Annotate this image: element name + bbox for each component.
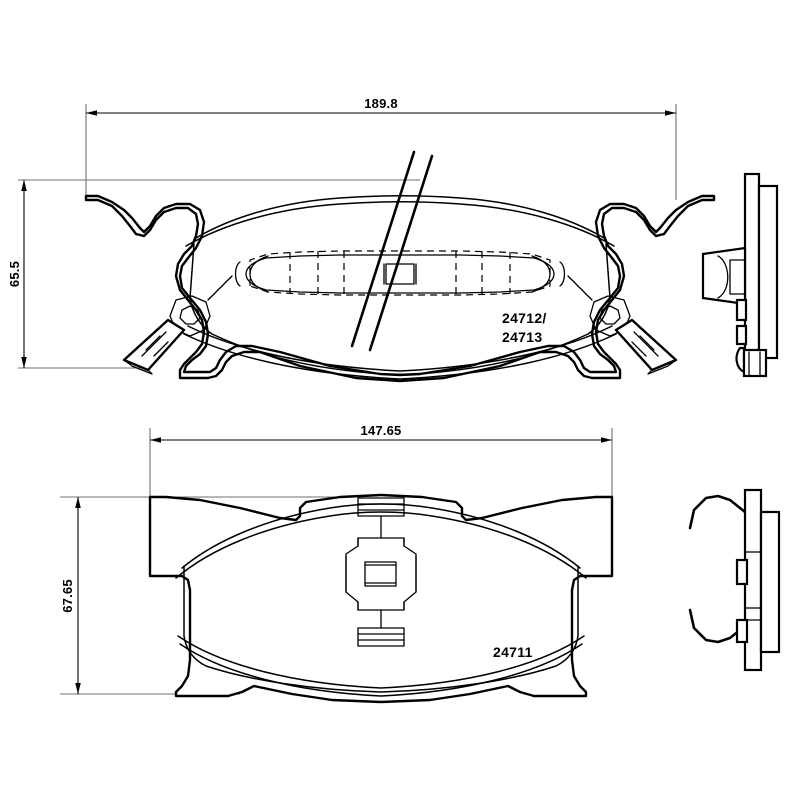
- upper-height-dimension: 65.5: [7, 180, 27, 368]
- front-pad-friction-body: [189, 243, 611, 375]
- rear-pad-lower-arc-1: [177, 635, 585, 689]
- lower-height-dimension-label: 67.65: [60, 579, 75, 613]
- front-pad-shim-profile: [234, 254, 566, 294]
- front-pad-part-number-line2: 24713: [502, 329, 542, 345]
- rear-pad-side-view: [688, 488, 781, 672]
- rear-pad-friction-upper-arc-2: [175, 511, 587, 579]
- lower-width-dimension-label: 147.65: [361, 423, 402, 438]
- front-pad-lower-arc-2: [187, 325, 613, 372]
- upper-width-dimension: 189.8: [86, 96, 676, 116]
- front-pad-friction-lower-edge: [185, 201, 615, 247]
- lower-height-dimension: 67.65: [60, 497, 81, 694]
- front-pad-backing-plate: [84, 194, 716, 383]
- front-pad-left-clip: [122, 275, 233, 375]
- rear-pad-center-bracket: [345, 497, 417, 647]
- rear-pad-lower-arc-2: [179, 643, 583, 697]
- upper-extension-lines: [18, 104, 677, 369]
- rear-pad-friction-body: [183, 565, 579, 693]
- rear-pad-part-number: 24711: [493, 644, 533, 660]
- front-pad-plan-view: 24712/ 24713: [84, 150, 716, 383]
- front-pad-lower-arc-1: [183, 333, 617, 380]
- front-pad-part-number-line1: 24712/: [502, 310, 547, 326]
- front-pad-side-view: [701, 172, 779, 378]
- rear-pad-backing-plate: [148, 493, 614, 704]
- upper-width-dimension-label: 189.8: [364, 96, 398, 111]
- front-pad-wear-sensor-strip: [350, 150, 434, 352]
- front-pad-shim-hidden-outline: [249, 250, 551, 296]
- lower-width-dimension: 147.65: [150, 423, 612, 443]
- upper-height-dimension-label: 65.5: [7, 261, 22, 287]
- front-pad-right-clip: [567, 275, 678, 375]
- rear-pad-plan-view: 24711: [148, 493, 614, 704]
